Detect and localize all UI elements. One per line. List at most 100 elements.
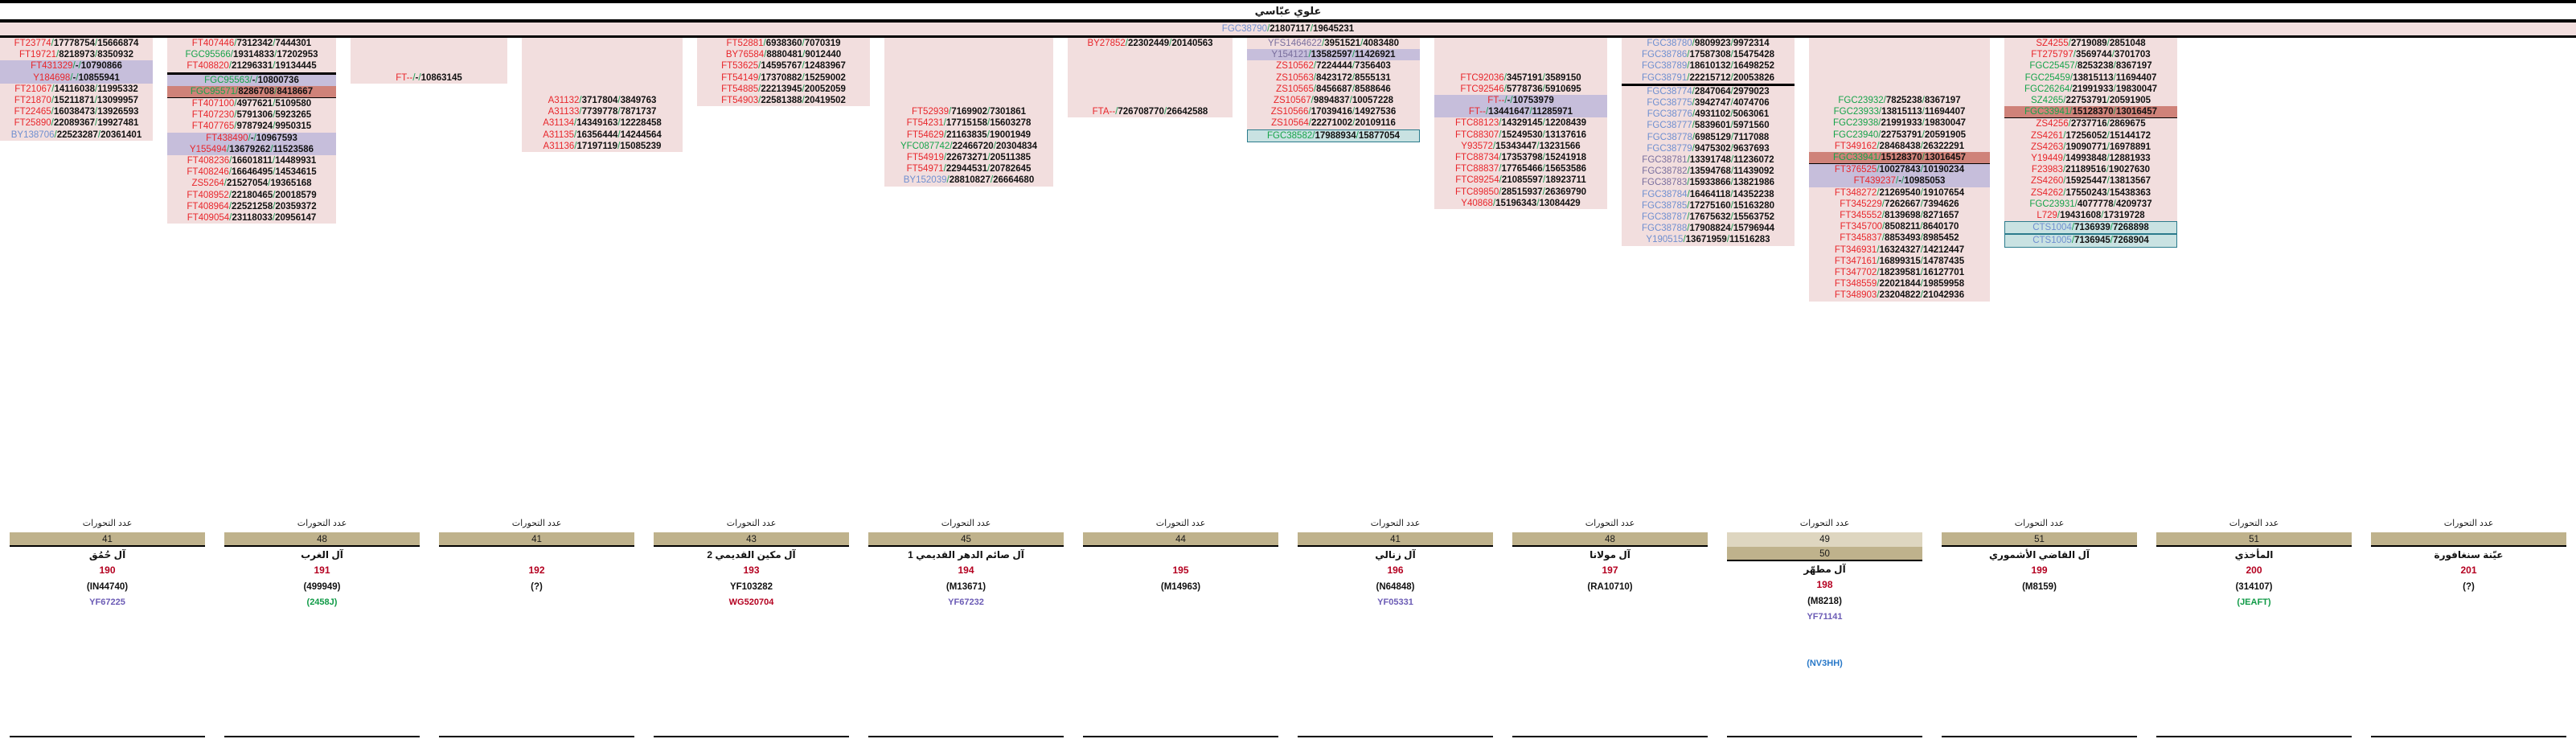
snp-entry[interactable]: FT54629/21163835/19001949: [884, 129, 1053, 141]
snp-entry[interactable]: CTS1004/7136939/7268898: [2004, 221, 2177, 235]
snp-entry[interactable]: ZS10565/8456687/8588646: [1247, 83, 1420, 96]
snp-entry[interactable]: FGC38778/6985129/7117088: [1622, 131, 1795, 143]
snp-entry[interactable]: FGC38775/3942747/4074706: [1622, 97, 1795, 109]
snp-entry[interactable]: FGC95571/8286708/8418667: [167, 85, 336, 99]
kit-number[interactable]: (IN44740): [86, 582, 129, 592]
snp-entry[interactable]: FT431329/-/10790866: [0, 60, 153, 72]
snp-entry[interactable]: ZS10567/9894837/10057228: [1247, 95, 1420, 107]
snp-entry[interactable]: FT54885/22213945/20052059: [697, 83, 870, 96]
snp-entry[interactable]: FGC38780/9809923/9972314: [1622, 38, 1795, 50]
snp-entry[interactable]: FT--/-/10753979: [1434, 94, 1607, 107]
mutation-count-box[interactable]: 41: [439, 532, 634, 547]
snp-entry[interactable]: A31134/14349163/12228458: [522, 117, 683, 129]
snp-entry[interactable]: FT407446/7312342/7444301: [167, 38, 336, 50]
snp-entry[interactable]: FT376525/10027843/10190234: [1809, 164, 1990, 176]
kit-number[interactable]: (N64848): [1376, 582, 1415, 592]
snp-entry[interactable]: FGC38786/17587308/15475428: [1622, 49, 1795, 61]
snp-entry[interactable]: FT54919/22673271/20511385: [884, 151, 1053, 164]
snp-entry[interactable]: FT409054/23118033/20956147: [167, 212, 336, 224]
kit-number[interactable]: (M13671): [945, 582, 987, 592]
mutation-count-box[interactable]: 44: [1083, 532, 1278, 547]
mutation-count-box[interactable]: 50: [1727, 547, 1922, 561]
snp-entry[interactable]: FGC38777/5839601/5971560: [1622, 120, 1795, 132]
kit-number[interactable]: (499949): [303, 582, 341, 592]
snp-entry[interactable]: FGC38785/17275160/15163280: [1622, 199, 1795, 212]
snp-entry[interactable]: FTC89850/28515937/26369790: [1434, 186, 1607, 198]
snp-entry[interactable]: A31133/7739778/7871737: [522, 106, 683, 118]
snp-entry[interactable]: FGC33941/15128370/13016457: [1809, 151, 1990, 165]
snp-entry[interactable]: FTC88123/14329145/12208439: [1434, 117, 1607, 129]
snp-entry[interactable]: FT407100/4977621/5109580: [167, 98, 336, 110]
snp-entry[interactable]: BY27852/22302449/20140563: [1068, 38, 1233, 50]
snp-entry[interactable]: Y184698/-/10855941: [0, 72, 153, 84]
snp-entry[interactable]: Y40868/15196343/13084429: [1434, 197, 1607, 209]
mutation-count-box[interactable]: 51: [2156, 532, 2352, 547]
snp-entry[interactable]: FTC88307/15249530/13137616: [1434, 129, 1607, 141]
kit-number[interactable]: (M8159): [2022, 582, 2057, 592]
snp-entry[interactable]: FGC25459/13815113/11694407: [2004, 72, 2177, 84]
mutation-count-box[interactable]: 45: [868, 532, 1064, 547]
snp-entry[interactable]: FT54971/22944531/20782645: [884, 163, 1053, 175]
snp-entry[interactable]: ZS4260/15925447/13813567: [2004, 175, 2177, 187]
snp-entry[interactable]: FT52939/7169902/7301861: [884, 106, 1053, 118]
snp-entry[interactable]: FTC88837/17765466/15653586: [1434, 163, 1607, 175]
snp-entry[interactable]: FT438490/-/10967593: [167, 132, 336, 144]
kit-number[interactable]: (M14963): [1160, 582, 1201, 592]
snp-entry[interactable]: SZ4265/22753791/20591905: [2004, 95, 2177, 107]
snp-entry[interactable]: FT52881/6938360/7070319: [697, 38, 870, 50]
snp-entry[interactable]: SZ4255/2719089/2851048: [2004, 38, 2177, 50]
snp-entry[interactable]: Y155494/13679262/11523586: [167, 143, 336, 156]
snp-entry[interactable]: FTC92546/5778736/5910695: [1434, 83, 1607, 95]
snp-entry[interactable]: FT345700/8508211/8640170: [1809, 221, 1990, 233]
snp-entry[interactable]: FGC25457/8253238/8367197: [2004, 60, 2177, 72]
sample-code[interactable]: (NV3HH): [1807, 659, 1843, 668]
snp-entry[interactable]: A31132/3717804/3849763: [522, 94, 683, 107]
snp-entry[interactable]: FT21870/15211871/13099957: [0, 95, 153, 107]
kit-number[interactable]: (M8218): [1807, 597, 1842, 606]
snp-entry[interactable]: FGC38787/17675632/15563752: [1622, 211, 1795, 224]
snp-entry[interactable]: ZS10566/17039416/14927536: [1247, 106, 1420, 118]
snp-entry[interactable]: FT408246/16646495/14534615: [167, 166, 336, 179]
snp-entry[interactable]: Y19449/14993848/12881933: [2004, 153, 2177, 165]
mutation-count-box[interactable]: [2371, 532, 2566, 547]
snp-entry[interactable]: FT19721/8218973/8350932: [0, 49, 153, 61]
sample-code[interactable]: YF71141: [1807, 612, 1843, 622]
snp-entry[interactable]: FGC38779/9475302/9637693: [1622, 142, 1795, 155]
snp-entry[interactable]: FT23774/17778754/15666874: [0, 38, 153, 50]
snp-entry[interactable]: FT22465/16038473/13926593: [0, 106, 153, 118]
snp-entry[interactable]: FTA--/726708770/26642588: [1068, 106, 1233, 118]
mutation-count-box[interactable]: 48: [1512, 532, 1708, 547]
snp-entry[interactable]: FT--/-/10863145: [351, 72, 507, 84]
snp-entry[interactable]: FT345229/7262667/7394626: [1809, 198, 1990, 210]
snp-entry[interactable]: FT345837/8853493/8985452: [1809, 232, 1990, 244]
snp-entry[interactable]: Y190515/13671959/11516283: [1622, 234, 1795, 246]
snp-entry[interactable]: FT407765/9787924/9950315: [167, 121, 336, 133]
snp-entry[interactable]: FT54903/22581388/20419502: [697, 95, 870, 107]
snp-entry[interactable]: FGC38788/17908824/15796944: [1622, 223, 1795, 235]
snp-entry[interactable]: BY152039/28810827/26664680: [884, 174, 1053, 187]
snp-entry[interactable]: ZS10563/8423172/8555131: [1247, 72, 1420, 84]
snp-entry[interactable]: FT349162/28468438/26322291: [1809, 140, 1990, 152]
snp-entry[interactable]: FT408964/22521258/20359372: [167, 200, 336, 213]
snp-entry[interactable]: FGC38782/13594768/11439092: [1622, 166, 1795, 178]
kit-number[interactable]: YF103282: [729, 582, 773, 592]
snp-entry[interactable]: ZS5264/21527054/19365168: [167, 178, 336, 190]
snp-entry[interactable]: FGC95566/19314833/17202953: [167, 49, 336, 61]
snp-entry[interactable]: FGC23938/21991933/19830047: [1809, 117, 1990, 129]
snp-entry[interactable]: FTC89254/21085597/18923711: [1434, 174, 1607, 187]
sample-code[interactable]: YF67232: [948, 597, 984, 607]
mutation-count-box[interactable]: 51: [1942, 532, 2137, 547]
snp-entry[interactable]: FT275797/3569744/3701703: [2004, 49, 2177, 61]
kit-number[interactable]: (314107): [2235, 582, 2273, 592]
snp-entry[interactable]: FT408952/22180465/20018579: [167, 189, 336, 201]
snp-entry[interactable]: FT348559/22021844/19859958: [1809, 278, 1990, 290]
snp-entry[interactable]: FT348903/23204822/21042936: [1809, 289, 1990, 302]
snp-entry[interactable]: ZS4256/2737716/2869675: [2004, 118, 2177, 130]
snp-entry[interactable]: FGC38784/16464118/14352238: [1622, 188, 1795, 200]
snp-entry[interactable]: YFC087742/22466720/20304834: [884, 140, 1053, 152]
snp-entry[interactable]: ZS4262/17550243/15438363: [2004, 187, 2177, 199]
snp-entry[interactable]: FGC23940/22753791/20591905: [1809, 129, 1990, 141]
snp-entry[interactable]: FT54149/17370882/15259002: [697, 72, 870, 84]
snp-entry[interactable]: F23983/21189516/19027630: [2004, 164, 2177, 176]
sample-code[interactable]: (2458J): [306, 597, 338, 607]
